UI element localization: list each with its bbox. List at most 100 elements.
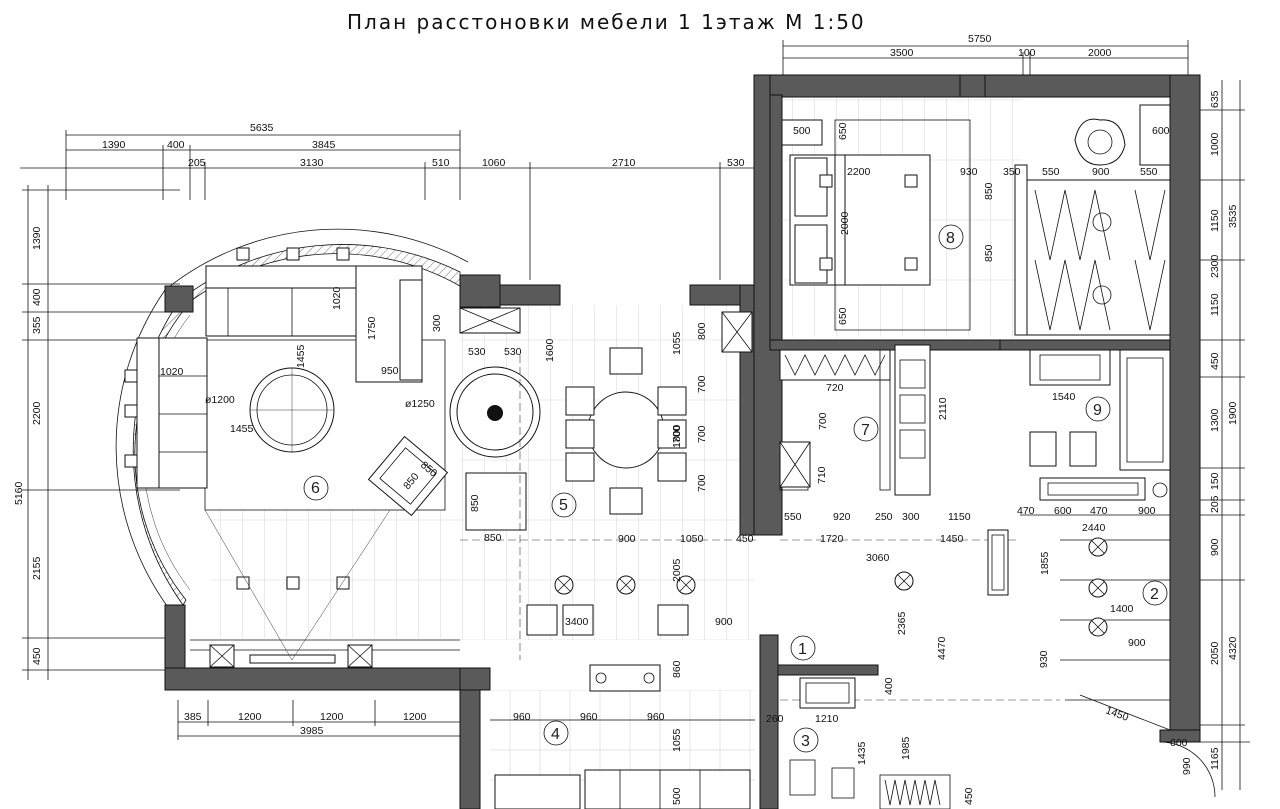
dim-left-a: 1390	[102, 139, 126, 151]
dim-1455v: 1455	[295, 344, 307, 368]
dim-400: 400	[883, 677, 895, 695]
dim-710: 710	[816, 466, 828, 484]
dim-960a: 960	[513, 711, 531, 723]
dim-3060: 3060	[866, 552, 890, 564]
dim-990: 990	[1181, 757, 1193, 775]
dim-right-205: 205	[1209, 495, 1221, 513]
dim-900e: 900	[1128, 637, 1146, 649]
dim-1150: 1150	[948, 511, 971, 523]
dim-right-2050: 2050	[1209, 641, 1221, 665]
dim-700a: 700	[696, 375, 708, 393]
dim-470a: 470	[1017, 505, 1035, 517]
dim-1455h: 1455	[230, 423, 254, 435]
round-lights-stairs	[1088, 537, 1108, 637]
room-label-6: 6	[311, 480, 320, 497]
dim-1540: 1540	[1052, 391, 1076, 403]
dim-930b: 930	[1038, 650, 1050, 668]
dim-right-2300: 2300	[1209, 254, 1221, 278]
dim-bottom-1200a: 1200	[238, 711, 262, 723]
dim-1055b: 1055	[671, 728, 683, 752]
dim-600: 600	[1152, 125, 1170, 137]
dim-left-1390: 1390	[31, 226, 43, 250]
dim-720: 720	[826, 382, 844, 394]
dim-right-3535: 3535	[1227, 204, 1239, 228]
dim-700e: 700	[817, 412, 829, 430]
dim-right-c: 2000	[1088, 47, 1112, 59]
dim-1600: 1600	[544, 338, 556, 362]
dim-860: 860	[671, 660, 683, 678]
dim-850d: 850	[484, 532, 502, 544]
dim-960c: 960	[647, 711, 665, 723]
bathroom-9: 9	[999, 339, 1171, 501]
dim-right-1000: 1000	[1209, 132, 1221, 156]
dim-1720: 1720	[820, 533, 844, 545]
armchair	[367, 435, 449, 517]
dim-350: 350	[1003, 166, 1021, 178]
dim-550b: 550	[1140, 166, 1158, 178]
sofa-l-shape	[205, 265, 423, 383]
dim-1020a: 1020	[331, 286, 343, 310]
dim-bottom-3985: 3985	[300, 725, 324, 737]
sofa-left	[136, 337, 208, 489]
dim-900d: 900	[1138, 505, 1156, 517]
dim-900a: 900	[618, 533, 636, 545]
dim-left-2200: 2200	[31, 401, 43, 425]
dim-650b: 650	[837, 307, 849, 325]
living-room-6: 6	[115, 228, 561, 691]
dim-850f: 850	[983, 244, 995, 262]
dim-930: 930	[960, 166, 978, 178]
dim-530b: 530	[504, 346, 522, 358]
dim-1210: 1210	[815, 713, 839, 725]
bottom-dimensions: 385 1200 1200 1200 3985	[177, 700, 461, 740]
dim-1450: 1450	[940, 533, 964, 545]
dim-left-5160: 5160	[13, 481, 25, 505]
dim-row3-f: 530	[727, 157, 745, 169]
dim-950: 950	[381, 365, 399, 377]
dim-470b: 470	[1090, 505, 1108, 517]
dim-overall-right: 5750	[968, 33, 992, 45]
room-label-7: 7	[861, 422, 870, 439]
ceiling-lights-living	[124, 247, 350, 590]
wc-3: 3	[777, 664, 951, 809]
dining-room-5: 5	[449, 284, 914, 660]
drawing-title: План расстоновки мебели 1 1этаж М 1:50	[347, 10, 866, 34]
dim-2200: 2200	[847, 166, 871, 178]
dim-right-900: 900	[1209, 538, 1221, 556]
dim-1435: 1435	[856, 741, 868, 765]
dim-right-1150b: 1150	[1209, 293, 1221, 316]
dim-1750: 1750	[366, 316, 378, 340]
dim-right-635: 635	[1209, 90, 1221, 108]
dim-1985: 1985	[900, 736, 912, 760]
dim-2440: 2440	[1082, 522, 1106, 534]
dim-row3-b: 3130	[300, 157, 324, 169]
dim-850e: 850	[983, 182, 995, 200]
dim-1450b: 1450	[1104, 705, 1130, 724]
dim-right-1165: 1165	[1209, 747, 1221, 770]
room-label-2: 2	[1150, 586, 1159, 603]
dim-4470: 4470	[936, 636, 948, 660]
dining-chairs	[565, 347, 687, 515]
dim-550c: 550	[784, 511, 802, 523]
dim-2110: 2110	[937, 397, 949, 420]
dim-left-b: 400	[167, 139, 185, 151]
dim-900c: 900	[1092, 166, 1110, 178]
dim-260: 260	[766, 713, 784, 725]
dim-2365: 2365	[896, 611, 908, 635]
dim-left-2155: 2155	[31, 556, 43, 580]
dim-500: 500	[793, 125, 811, 137]
dim-row3-c: 510	[432, 157, 450, 169]
dim-row3-a: 205	[188, 157, 206, 169]
dim-1020b: 1020	[160, 366, 184, 378]
dim-left-450: 450	[31, 647, 43, 665]
kitchen-4: 4	[459, 664, 755, 809]
room-label-8: 8	[946, 230, 955, 247]
room-label-4: 4	[551, 726, 560, 743]
dim-left-355: 355	[31, 316, 43, 334]
dim-2000: 2000	[839, 211, 851, 235]
dim-900b: 900	[715, 616, 733, 628]
room-label-1: 1	[798, 641, 807, 658]
dim-right-4320: 4320	[1227, 636, 1239, 660]
dim-1400: 1400	[1110, 603, 1134, 615]
round-lights-dining	[554, 571, 914, 595]
dim-1055: 1055	[671, 331, 683, 355]
